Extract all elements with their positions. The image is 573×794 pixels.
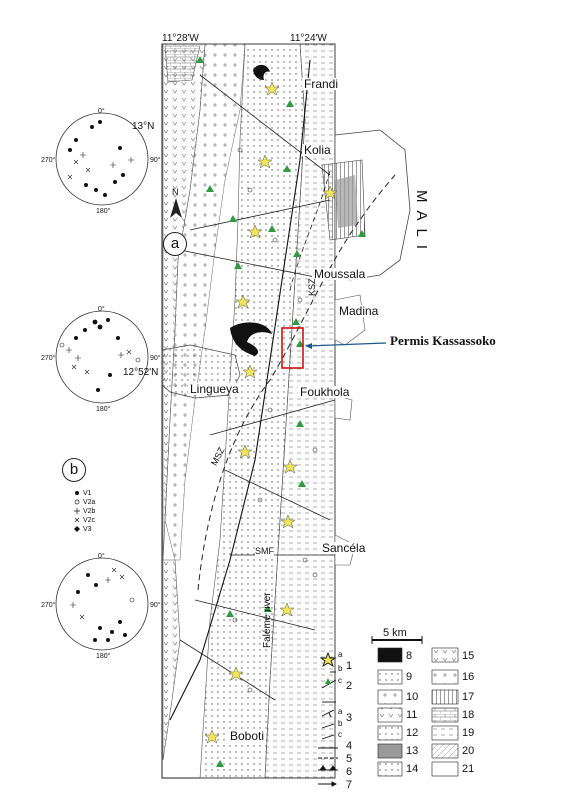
stereonet-legend-v1: V1 (83, 490, 92, 497)
legend-item-7: 7 (346, 779, 353, 791)
place-lingueya: Lingueya (188, 382, 241, 396)
structure-smf: SMF (255, 545, 274, 557)
legend-item-17: 17 (462, 691, 475, 703)
legend-item-11: 11 (406, 709, 418, 721)
place-frandi: Frandi (302, 77, 341, 91)
stereonet-legend-v2c: V2c (83, 517, 96, 524)
stereonet-3-label-top: 0° (98, 553, 105, 560)
legend-sub-1c: c (338, 676, 342, 685)
legend-item-9: 9 (406, 671, 413, 683)
stereonet-1-label-top: 0° (98, 108, 105, 115)
legend-item-19: 19 (462, 727, 475, 739)
legend-item-4: 4 (346, 740, 353, 752)
legend-item-3: 3 (346, 712, 353, 724)
stereonet-3-label-left: 270° (41, 602, 56, 609)
legend-item-20: 20 (462, 745, 475, 757)
legend-item-12: 12 (406, 727, 419, 739)
legend-item-14: 14 (406, 763, 419, 775)
scale-label: 5 km (383, 627, 407, 639)
place-sancela: Sancéla (320, 541, 368, 555)
place-boboti: Boboti (228, 729, 267, 743)
stereonet-2-label-left: 270° (41, 355, 56, 362)
country-label-mali: MALI (413, 190, 430, 258)
panel-label-a: a (163, 232, 187, 256)
stereonet-1-label-left: 270° (41, 157, 56, 164)
legend-sub-3c: c (338, 730, 342, 739)
structure-ksz: KSZ (307, 278, 317, 296)
stereonet-2-label-bottom: 180° (96, 406, 111, 413)
north-label: N (172, 187, 179, 197)
legend-item-13: 13 (406, 745, 419, 757)
stereonet-2-label-top: 0° (98, 306, 105, 313)
legend-item-18: 18 (462, 709, 475, 721)
place-moussala: Moussala (312, 267, 368, 281)
legend-sub-1a: a (338, 650, 343, 659)
place-faleme-river: Falémé river (262, 592, 273, 648)
legend-item-2: 2 (346, 680, 353, 692)
stereonet-legend-v2a: V2a (83, 499, 96, 506)
longitude-label-east: 11°24'W (290, 33, 327, 44)
legend-sub-3b: b (338, 719, 343, 728)
stereonet-legend-v3: V3 (83, 526, 92, 533)
permis-highlight-box (281, 327, 304, 369)
stereonet-1-label-bottom: 180° (96, 208, 111, 215)
legend-item-15: 15 (462, 650, 475, 662)
place-kolia: Kolia (302, 143, 333, 157)
legend-sub-3a: a (338, 707, 343, 716)
legend-item-21: 21 (462, 763, 475, 775)
legend-item-5: 5 (346, 753, 353, 765)
legend-item-1: 1 (346, 660, 353, 672)
latitude-label-north: 13°N (132, 121, 155, 132)
stereonet-3-label-right: 90° (150, 602, 161, 609)
latitude-label-south: 12°52'N (123, 367, 159, 378)
legend-item-8: 8 (406, 650, 413, 662)
panel-label-b: b (62, 458, 86, 482)
stereonet-2-label-right: 90° (150, 355, 161, 362)
stereonet-legend-v2b: V2b (83, 508, 96, 515)
legend-item-6: 6 (346, 766, 353, 778)
place-foukhola: Foukhola (298, 385, 352, 399)
legend-sub-1b: b (338, 664, 343, 673)
stereonet-3-label-bottom: 180° (96, 653, 111, 660)
legend-item-10: 10 (406, 691, 419, 703)
stereonet-1-label-right: 90° (150, 157, 161, 164)
permis-kassassoko-label: Permis Kassassoko (390, 333, 496, 348)
longitude-label-west: 11°28'W (162, 33, 199, 44)
place-madina: Madina (337, 304, 381, 318)
legend-item-16: 16 (462, 671, 475, 683)
